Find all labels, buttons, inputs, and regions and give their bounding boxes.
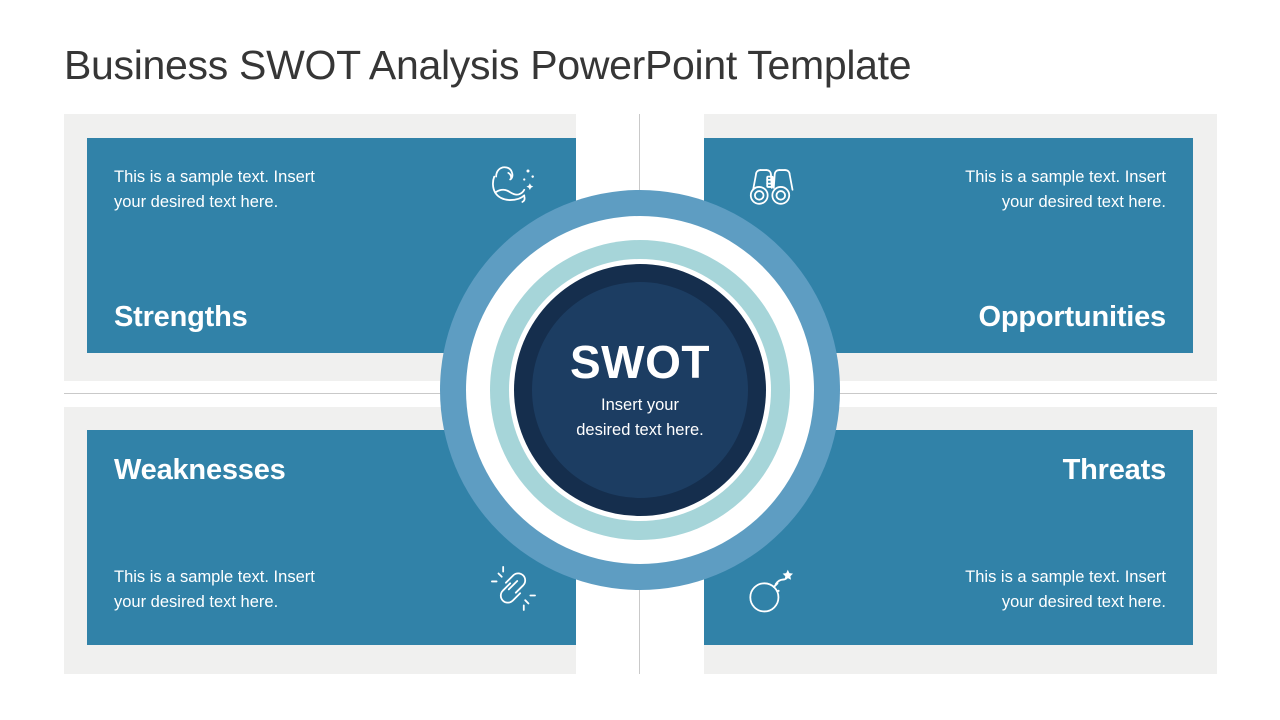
ring-inner-navy	[532, 282, 748, 498]
quadrant-threats-body: This is a sample text. Insert your desir…	[965, 568, 1166, 611]
swot-center-emblem[interactable]: SWOT Insert your desired text here.	[440, 190, 840, 590]
swot-center-subtitle: Insert your desired text here.	[576, 396, 704, 439]
binoculars-icon	[740, 156, 800, 216]
broken-chain-link-icon	[483, 558, 543, 618]
quadrant-strengths-heading: Strengths	[114, 301, 248, 333]
swot-center-text: SWOT Insert your desired text here.	[520, 337, 760, 443]
swot-center-title: SWOT	[570, 336, 710, 388]
page-title: Business SWOT Analysis PowerPoint Templa…	[64, 42, 912, 88]
divider-horizontal-right	[826, 393, 1217, 395]
flexed-bicep-icon	[483, 156, 543, 216]
quadrant-strengths-body: This is a sample text. Insert your desir…	[114, 168, 315, 211]
quadrant-opportunities-heading: Opportunities	[978, 301, 1166, 333]
bomb-icon	[740, 558, 800, 618]
quadrant-weaknesses-body: This is a sample text. Insert your desir…	[114, 568, 315, 611]
divider-vertical-bottom	[639, 552, 641, 674]
divider-horizontal-left	[64, 393, 454, 395]
quadrant-opportunities-body: This is a sample text. Insert your desir…	[965, 168, 1166, 211]
quadrant-threats-heading: Threats	[1062, 454, 1167, 486]
quadrant-weaknesses-heading: Weaknesses	[114, 454, 286, 486]
divider-vertical-top	[639, 114, 641, 236]
